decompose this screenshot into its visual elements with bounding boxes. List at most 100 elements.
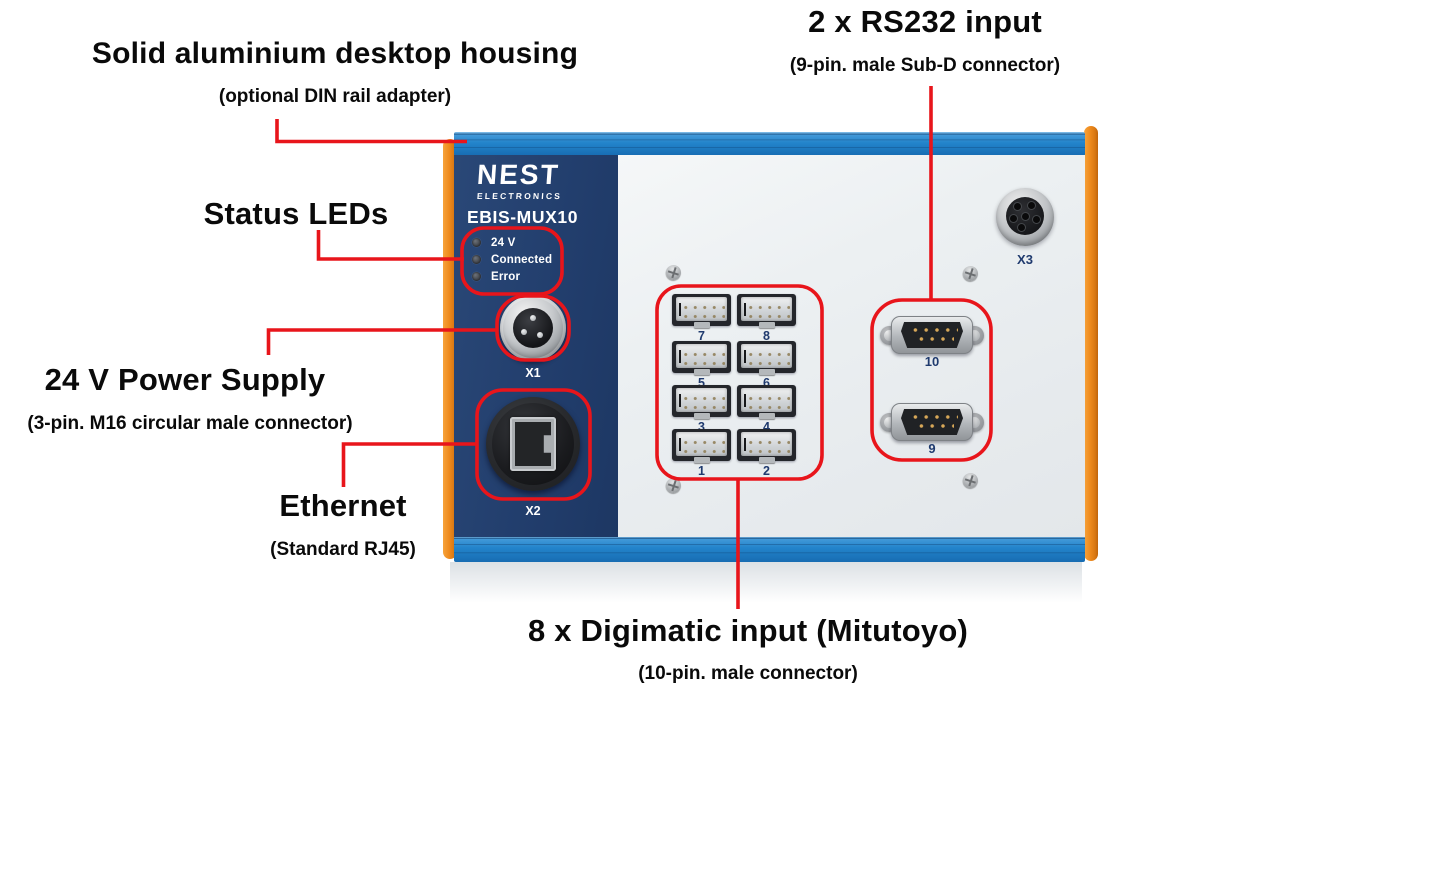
housing-bottom-blue-strip [454,536,1085,562]
pin-row [910,415,958,419]
label-ethernet-subtitle: (Standard RJ45) [270,539,416,560]
connector-body [672,294,731,328]
rj45-jack [510,417,556,471]
pin-row [916,424,954,428]
led-row: Error [472,268,552,285]
digimatic-connector-4: 4 [737,385,796,434]
pin [521,329,527,335]
label-ethernet-title: Ethernet [279,488,407,523]
rj45-opening [515,422,551,466]
connector-body [672,385,731,419]
digimatic-connector-2: 2 [737,429,796,478]
digimatic-connector-8: 8 [737,294,796,343]
port-number: 9 [928,441,936,456]
led-row: Connected [472,251,552,268]
housing-top-blue-strip [454,132,1085,156]
rj45-ethernet-connector [486,397,580,491]
port-number: 2 [763,464,770,478]
model-name: EBIS-MUX10 [467,207,579,227]
pin-row [916,337,954,341]
connector-pins [745,437,790,454]
connector-tab [693,457,710,463]
connector-tab [758,369,775,375]
rs232-connector-9: 9 [880,402,984,456]
brand-subname: ELECTRONICS [476,191,563,201]
connector-tab [758,457,775,463]
pin-hole [1018,224,1025,231]
connector-insert [901,409,963,435]
pin-hole [1014,203,1021,210]
connector-pins [680,349,725,366]
connector-body [737,385,796,419]
connector-body [672,341,731,375]
label-housing-title: Solid aluminium desktop housing [91,37,579,70]
label-status-leds-title: Status LEDs [203,196,389,231]
status-led-block: 24 V Connected Error [472,234,552,285]
housing-right-orange-edge [1084,126,1098,561]
label-rs232-title: 2 x RS232 input [808,4,1042,39]
label-power-subtitle: (3-pin. M16 circular male connector) [27,413,353,434]
connector-body [672,429,731,463]
pin-hole [1028,202,1035,209]
connector-insert [901,322,963,348]
brand-logo: NEST ELECTRONICS [475,159,563,201]
device-shadow [450,562,1082,610]
x3-label: X3 [1017,252,1033,267]
connector-shell [891,403,973,441]
key-mark [679,438,681,451]
rs232-connector-10: 10 [880,315,984,369]
led-label: Connected [491,253,553,266]
connector-tab [693,322,710,328]
led-24v-icon [472,238,481,247]
connector-pins [680,302,725,319]
led-label: 24 V [491,236,516,249]
key-mark [744,303,746,316]
connector-tab [693,369,710,375]
connector-pins [745,349,790,366]
connector-insert [1006,197,1044,235]
connector-tab [758,413,775,419]
led-connected-icon [472,255,481,264]
pin-hole [1033,216,1040,223]
led-label: Error [491,270,521,283]
connector-pins [745,393,790,410]
port-number: 1 [698,464,705,478]
connector-shell [891,316,973,354]
brand-name: NEST [475,159,561,190]
housing-pointer-line [275,119,467,144]
led-row: 24 V [472,234,552,251]
digimatic-connector-7: 7 [672,294,731,343]
x3-connector [996,188,1054,246]
connector-pins [745,302,790,319]
key-mark [744,438,746,451]
connector-pins [680,437,725,454]
label-rs232-subtitle: (9-pin. male Sub-D connector) [789,55,1061,76]
pin [530,315,536,321]
x1-power-connector [500,295,566,361]
key-mark [679,303,681,316]
key-mark [744,350,746,363]
pin-hole [1022,213,1029,220]
key-mark [679,394,681,407]
pin-hole [1010,215,1017,222]
label-housing-subtitle: (optional DIN rail adapter) [218,86,452,107]
port-number: 10 [924,354,940,369]
connector-tab [693,413,710,419]
connector-body [737,294,796,328]
led-error-icon [472,272,481,281]
digimatic-connector-5: 5 [672,341,731,390]
label-power-title: 24 V Power Supply [44,362,326,397]
digimatic-connector-1: 1 [672,429,731,478]
x2-label: X2 [525,504,541,518]
x1-label: X1 [525,366,541,380]
digimatic-connector-3: 3 [672,385,731,434]
connector-tab [758,322,775,328]
pin-row [910,328,958,332]
connector-body [737,341,796,375]
label-digimatic-title: 8 x Digimatic input (Mitutoyo) [528,613,968,648]
label-digimatic-subtitle: (10-pin. male connector) [638,663,858,684]
connector-pins [680,393,725,410]
key-mark [679,350,681,363]
digimatic-connector-6: 6 [737,341,796,390]
